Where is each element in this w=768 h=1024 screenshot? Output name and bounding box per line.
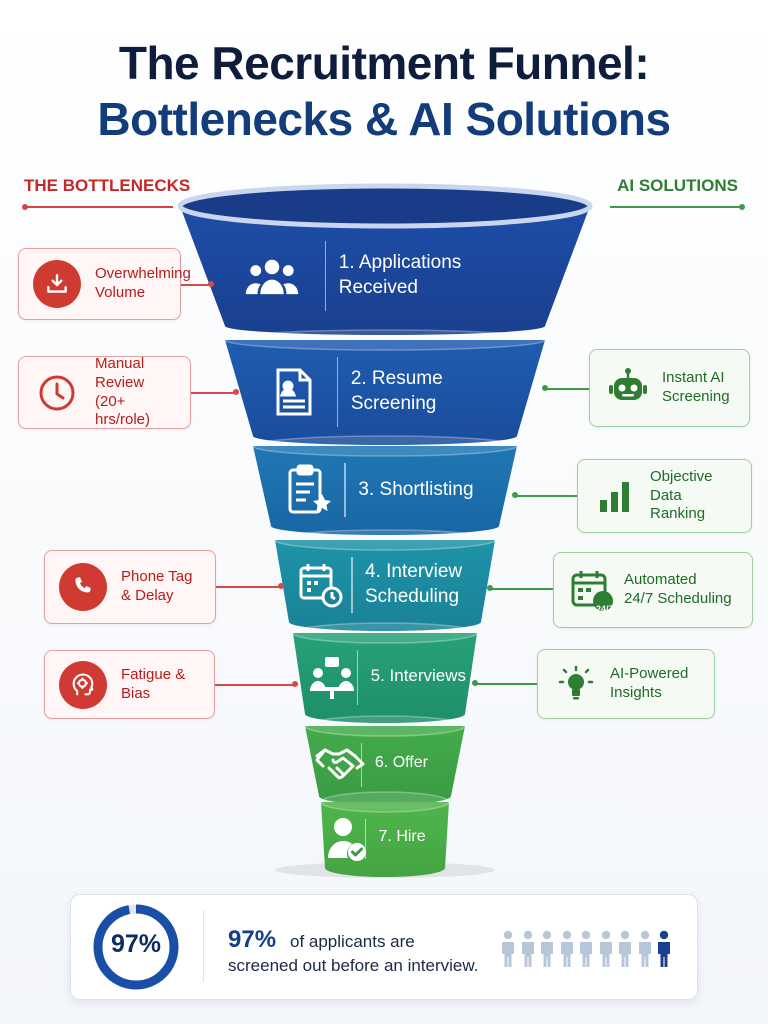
connector-line [475, 683, 537, 685]
funnel-stage-4 [275, 540, 495, 631]
bottleneck-label: Manual Review (20+ hrs/role) [95, 355, 151, 429]
bottleneck-label: Phone Tag & Delay [121, 568, 193, 604]
phone-icon [59, 563, 107, 611]
funnel-stage-rim [177, 183, 593, 229]
stage-divider [336, 357, 339, 427]
solution-card-objective-data-ranking: Objective Data Ranking [577, 459, 752, 533]
connector-dot [542, 385, 548, 391]
lightbulb-icon [552, 660, 600, 708]
bottleneck-label: Overwhelming Volume [95, 265, 191, 301]
connector-line [515, 495, 577, 497]
heading-rule-dot [22, 203, 28, 210]
solutions-heading: AI SOLUTIONS [617, 176, 738, 195]
funnel-stage-label: 4. Interview Scheduling [365, 561, 463, 607]
robot-icon [604, 364, 652, 412]
connector-dot [512, 492, 518, 498]
connector-dot [208, 281, 214, 287]
calendar-clock-icon [293, 559, 349, 611]
person-icon [599, 930, 612, 967]
stat-text-line1: of applicants are [290, 932, 415, 951]
solution-card-automated-scheduling: 24/7 Automated 24/7 Scheduling [553, 552, 753, 628]
page-title: The Recruitment Funnel: [118, 37, 650, 89]
heading-rule-dot [739, 203, 745, 210]
calendar-24-7-icon: 24/7 [568, 566, 616, 614]
bottleneck-card-phone-tag: Phone Tag & Delay [44, 550, 216, 624]
stage-divider [324, 241, 327, 311]
funnel-stage-label: 7. Hire [378, 827, 426, 845]
connector-line [490, 588, 553, 590]
document-icon [266, 366, 322, 418]
people-icon [244, 250, 300, 302]
solution-card-ai-powered-insights: AI-Powered Insights [537, 649, 715, 719]
person-icon [541, 930, 553, 967]
funnel-stage-rim [304, 715, 466, 737]
funnel-stage-6 [305, 726, 465, 805]
bottlenecks-heading-rule [25, 206, 173, 208]
person-icon [638, 930, 651, 967]
connector-line [191, 392, 236, 394]
funnel-stage-rim [252, 435, 518, 457]
person-icon [619, 930, 631, 967]
connector-dot [472, 680, 478, 686]
solution-label: Instant AI Screening [662, 369, 730, 405]
funnel-stage-label: 1. Applications Received [338, 252, 462, 298]
connector-dot [233, 389, 239, 395]
clipboard-star-icon [281, 464, 337, 516]
funnel-stage-5 [293, 633, 477, 723]
stat-text-line2: screened out before an interview. [228, 956, 479, 975]
percent-ring-label: 97% [110, 930, 162, 958]
solution-card-instant-ai-screening: Instant AI Screening [589, 349, 750, 427]
handshake-icon [312, 739, 368, 791]
download-tray-icon [33, 260, 81, 308]
funnel-stage-rim [274, 529, 496, 551]
meeting-icon [304, 652, 360, 704]
funnel-stage-2 [225, 340, 545, 445]
connector-line [215, 684, 295, 686]
stage-divider [360, 743, 363, 787]
connector-dot [278, 583, 284, 589]
person-icon [560, 930, 573, 967]
percent-ring [93, 904, 179, 990]
bottleneck-card-overwhelming-volume: Overwhelming Volume [18, 248, 191, 320]
stage-divider [351, 557, 353, 613]
funnel-stage-label: 2. Resume Screening [350, 368, 443, 414]
person-icon [580, 930, 592, 967]
bottlenecks-heading: THE BOTTLENECKS [24, 176, 191, 195]
schedule-badge: 24/7 [596, 604, 614, 614]
stat-highlight: 97% [228, 926, 277, 953]
solution-label: Automated 24/7 Scheduling [624, 571, 732, 607]
funnel-stage-rim [292, 622, 478, 644]
bar-chart-icon [592, 472, 640, 520]
stage-divider [344, 463, 346, 517]
solution-label: AI-Powered Insights [610, 665, 689, 701]
person-icon [502, 930, 514, 967]
person-icon-highlighted [658, 930, 670, 967]
solutions-heading-rule [610, 206, 742, 208]
connector-line [216, 586, 281, 588]
bottleneck-card-manual-review: Manual Review (20+ hrs/role) [18, 355, 191, 429]
bottleneck-label: Fatigue & Bias [121, 665, 186, 702]
person-icon [521, 930, 534, 967]
solution-label: Objective Data Ranking [650, 467, 713, 523]
connector-dot [292, 681, 298, 687]
connector-line [181, 284, 211, 286]
funnel-stage-label: 6. Offer [374, 753, 428, 771]
connector-line [545, 388, 589, 390]
page-subtitle: Bottlenecks & AI Solutions [97, 93, 671, 145]
funnel-stage-1 [180, 206, 590, 335]
bottleneck-card-fatigue-bias: Fatigue & Bias [44, 650, 215, 719]
user-check-icon [319, 813, 375, 865]
stage-divider [356, 650, 359, 705]
stat-divider [203, 910, 204, 982]
clock-icon [33, 369, 81, 417]
stage-divider [364, 819, 367, 859]
funnel-stage-label: 5. Interviews [370, 666, 467, 685]
funnel-stage-label: 3. Shortlisting [358, 478, 474, 500]
connector-dot [487, 585, 493, 591]
funnel-stage-rim [320, 791, 450, 813]
brain-head-icon [59, 660, 107, 709]
funnel-stage-rim [224, 329, 546, 351]
